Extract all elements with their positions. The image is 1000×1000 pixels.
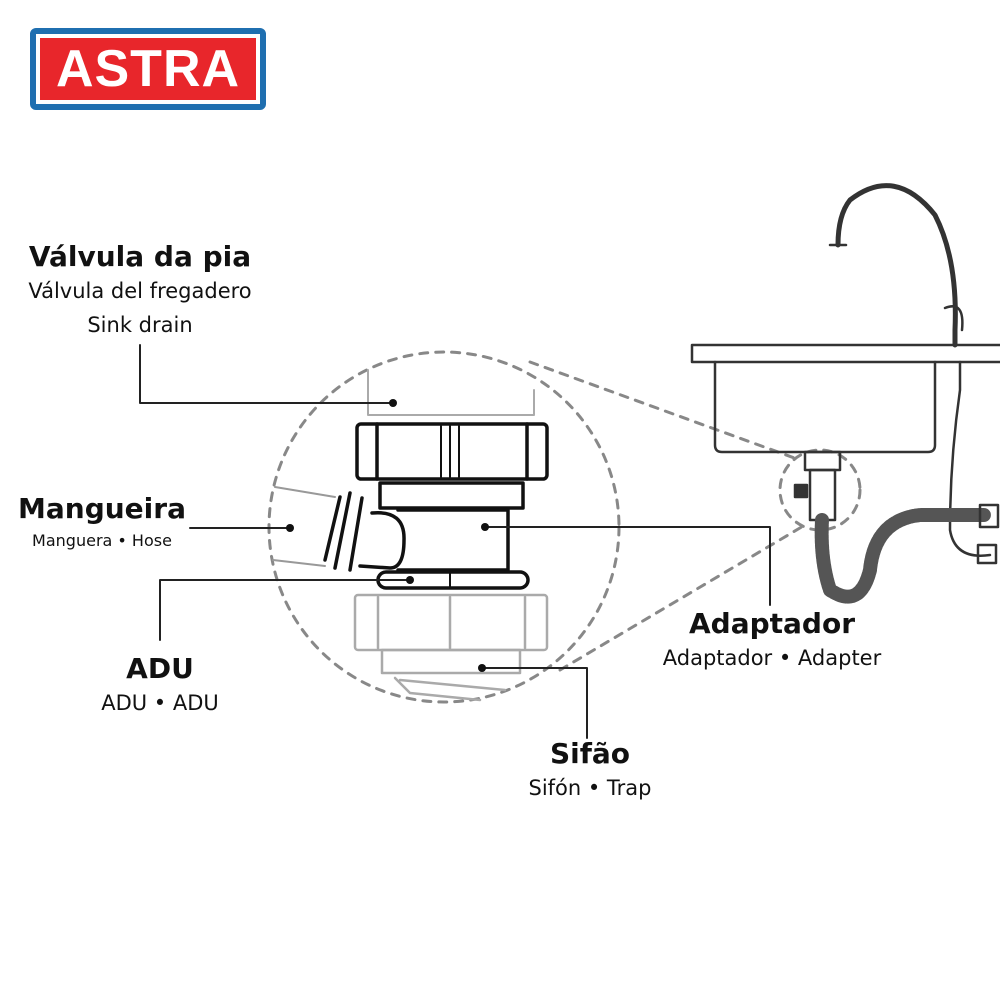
hose-part (272, 486, 336, 567)
label-hose: Mangueira Manguera • Hose (2, 492, 202, 556)
leader-lines (139, 344, 771, 739)
hose-title: Mangueira (18, 492, 186, 525)
sink-drain-en: Sink drain (87, 313, 193, 337)
trap-part (353, 593, 549, 702)
adapter-translations: Adaptador • Adapter (662, 646, 882, 670)
trap-translations: Sifón • Trap (528, 776, 652, 800)
adapter-part (323, 422, 549, 590)
label-adapter: Adaptador Adaptador • Adapter (632, 607, 912, 675)
label-sink-drain: Válvula da pia Válvula del fregadero Sin… (10, 240, 270, 342)
sink-drain-part (367, 369, 535, 416)
trap-title: Sifão (549, 737, 631, 770)
hose-translations: Manguera • Hose (32, 531, 172, 550)
leader-dots (286, 399, 489, 672)
label-trap: Sifão Sifón • Trap (490, 737, 690, 805)
adu-translations: ADU • ADU (101, 691, 219, 715)
astra-logo: ASTRA (30, 28, 266, 110)
adu-title: ADU (126, 652, 194, 685)
sink-drain-es: Válvula del fregadero (28, 279, 252, 303)
logo-text: ASTRA (40, 38, 256, 100)
sink-drain-title: Válvula da pia (28, 240, 252, 273)
adapter-title: Adaptador (688, 607, 856, 640)
sink-illustration (690, 183, 1000, 604)
label-adu: ADU ADU • ADU (60, 652, 260, 720)
